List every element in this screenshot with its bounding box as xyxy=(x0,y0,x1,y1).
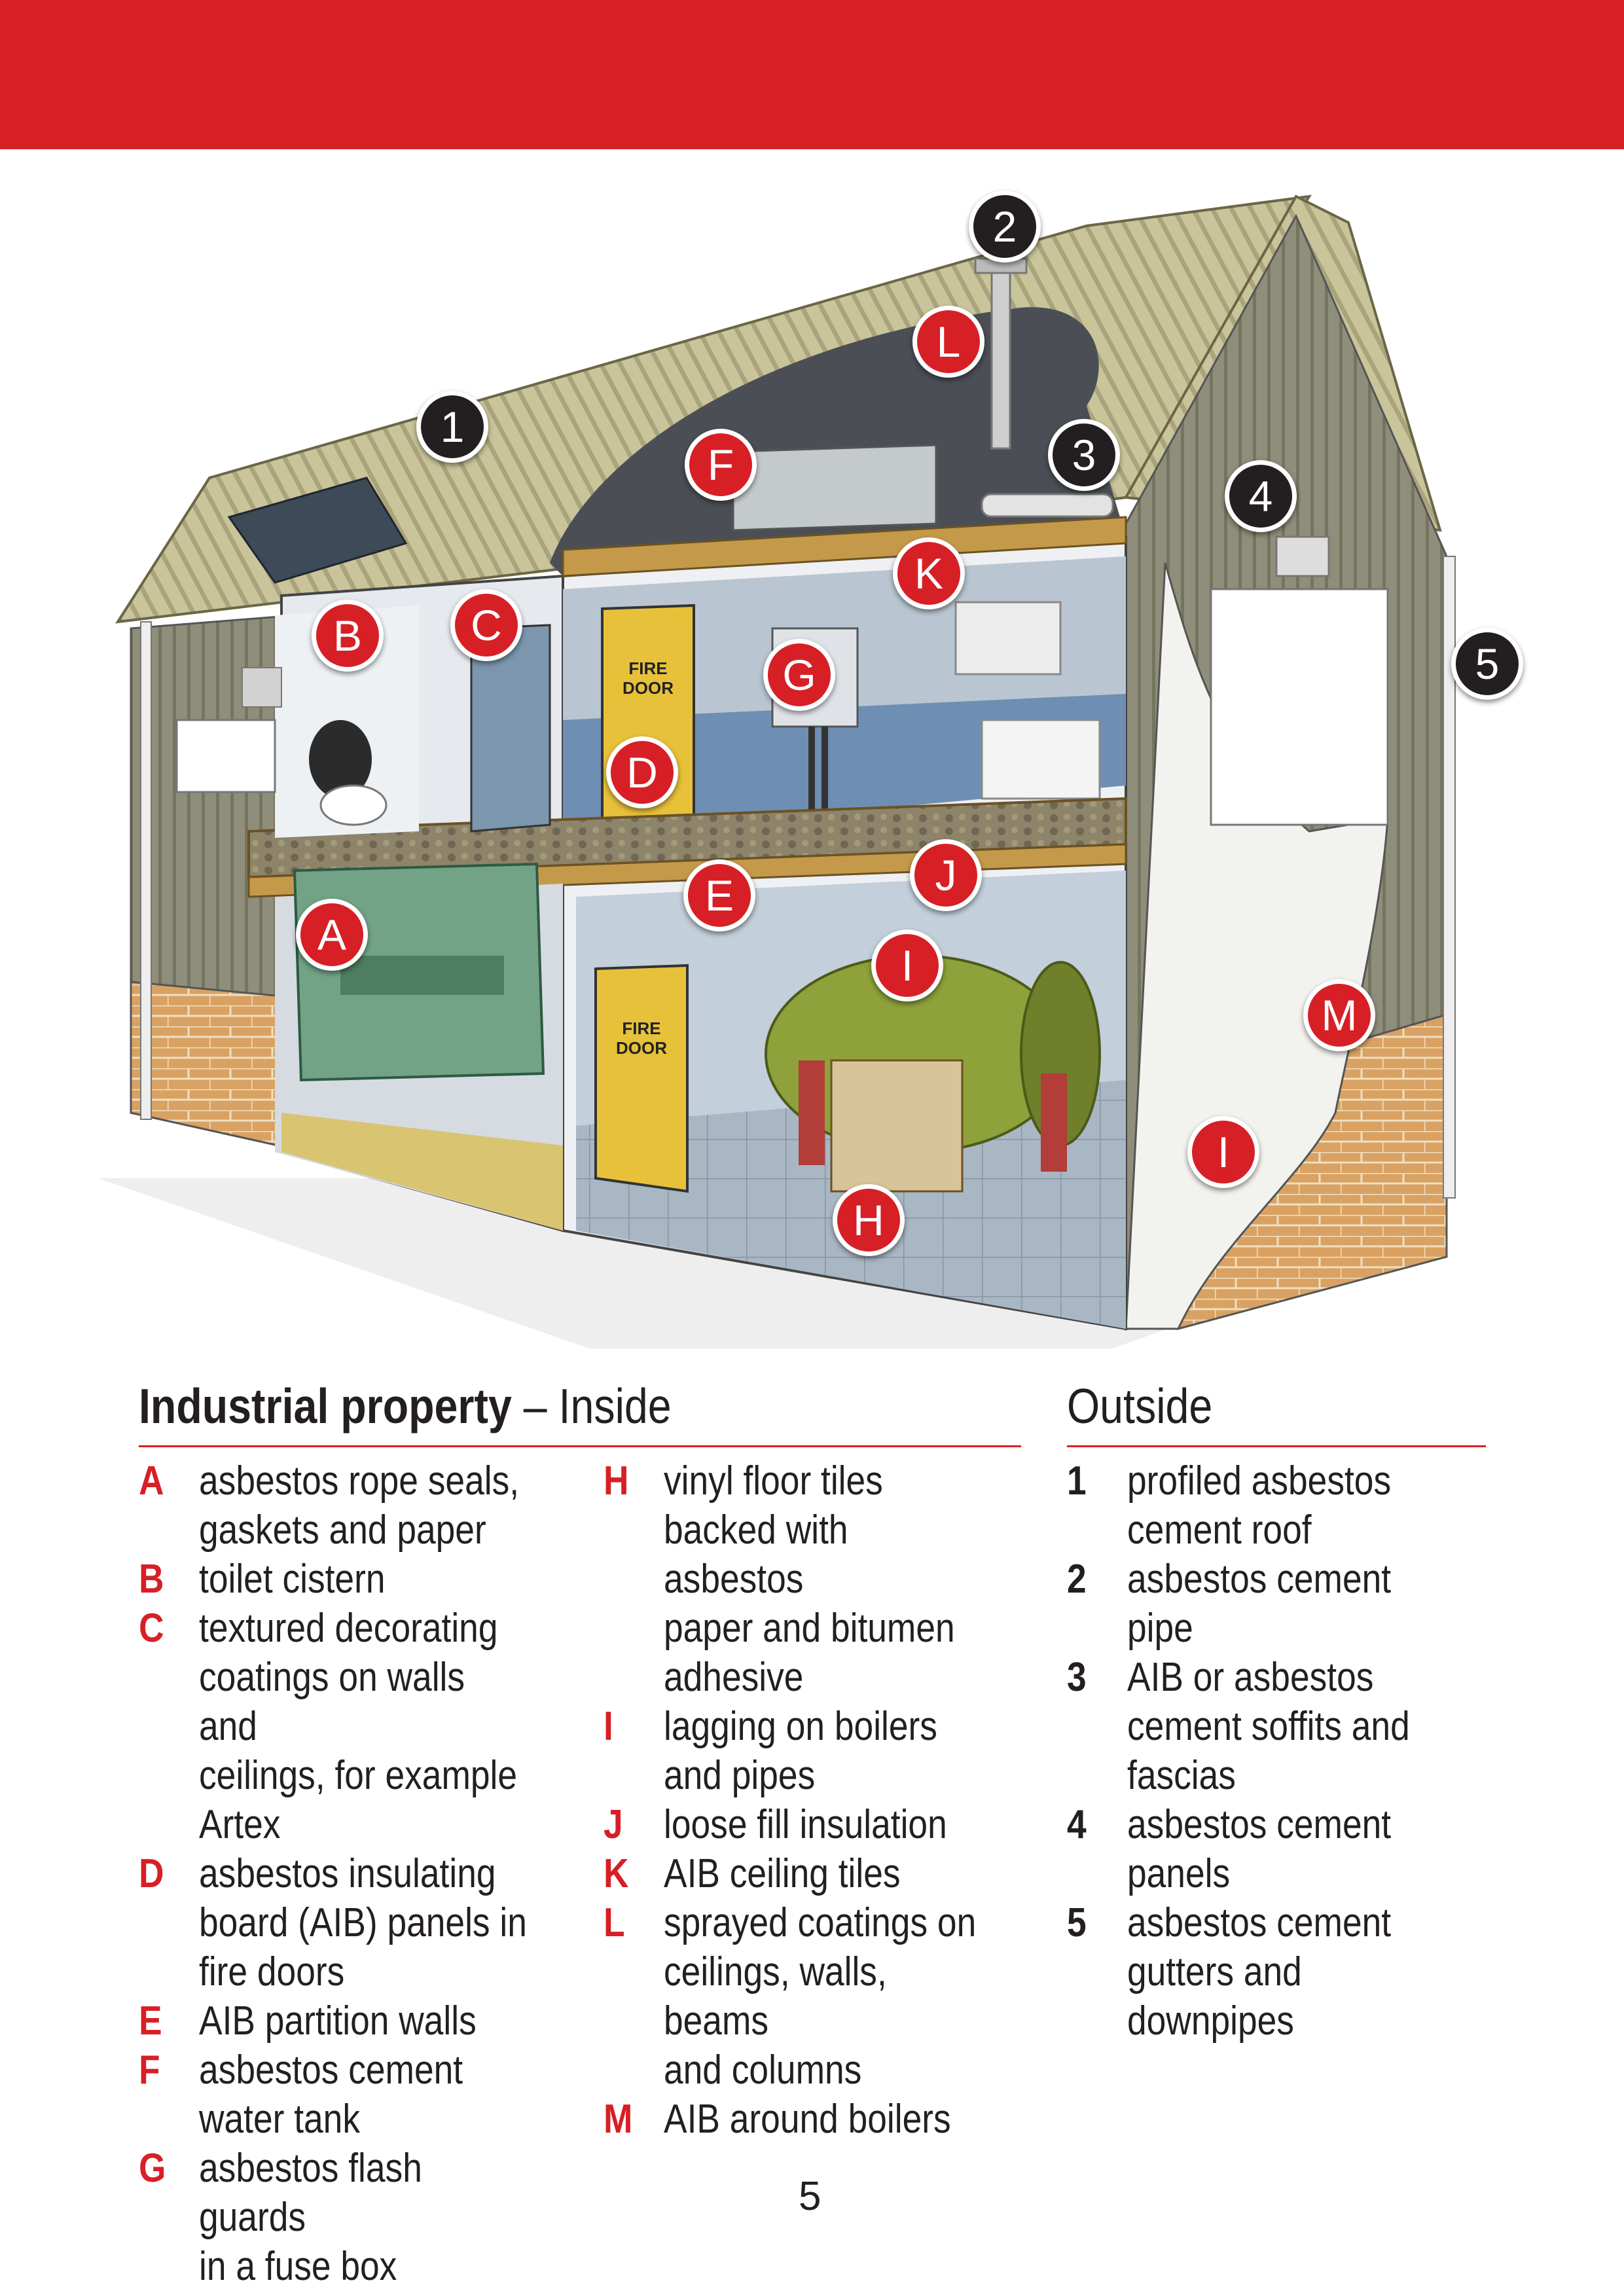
legend-key: D xyxy=(139,1851,164,1896)
outside-heading-rule xyxy=(1067,1445,1486,1447)
legend-text: lagging on boilers and pipes xyxy=(664,1704,937,1798)
legend-key: J xyxy=(604,1802,623,1847)
legend-key: K xyxy=(604,1851,629,1896)
legend-key: F xyxy=(139,2047,160,2093)
legend-key: G xyxy=(139,2146,166,2191)
legend-item-4: 4 asbestos cement panels xyxy=(1067,1800,1499,1898)
fire-door-upper xyxy=(601,604,695,846)
legend-text: asbestos cement gutters and downpipes xyxy=(1127,1900,1392,2044)
marker-d: D xyxy=(606,736,678,808)
marker-a: A xyxy=(296,899,368,971)
inside-heading-rest: – Inside xyxy=(511,1379,672,1434)
legend-key: I xyxy=(604,1704,613,1749)
legend-text: asbestos cement pipe xyxy=(1127,1557,1392,1651)
outside-legend: 1 profiled asbestos cement roof 2 asbestos… xyxy=(1067,1456,1499,2046)
marker-i-upper: I xyxy=(871,929,943,1001)
legend-key: 2 xyxy=(1067,1557,1087,1602)
marker-g: G xyxy=(763,639,835,711)
inside-heading: Industrial property – Inside xyxy=(139,1378,672,1434)
page-number: 5 xyxy=(799,2174,821,2219)
outside-heading: Outside xyxy=(1067,1379,1213,1434)
marker-b: B xyxy=(312,600,384,672)
legend-key: A xyxy=(139,1458,164,1504)
marker-2: 2 xyxy=(969,190,1041,262)
legend-text: asbestos rope seals, gaskets and paper xyxy=(199,1458,520,1553)
legend-item-m: M AIB around boilers xyxy=(604,2095,1036,2144)
marker-4: 4 xyxy=(1225,460,1297,532)
legend-text: toilet cistern xyxy=(199,1557,386,1602)
marker-h: H xyxy=(833,1184,905,1256)
legend-text: loose fill insulation xyxy=(664,1802,947,1847)
fire-door-lower xyxy=(594,964,689,1193)
legend-key: 1 xyxy=(1067,1458,1087,1504)
marker-i-lower: I xyxy=(1187,1116,1259,1188)
legend-text: AIB or asbestos cement soffits and fasci… xyxy=(1127,1655,1410,1798)
inside-heading-rule xyxy=(139,1445,1021,1447)
legend-key: 5 xyxy=(1067,1900,1087,1945)
legend-item-5: 5 asbestos cement gutters and downpipes xyxy=(1067,1898,1499,2046)
legend-item-3: 3 AIB or asbestos cement soffits and fasc… xyxy=(1067,1653,1499,1800)
marker-e: E xyxy=(683,859,755,931)
legend-key: H xyxy=(604,1458,629,1504)
marker-j: J xyxy=(910,839,982,911)
legend-text: AIB partition walls xyxy=(199,1998,477,2044)
marker-m: M xyxy=(1303,979,1375,1051)
marker-f: F xyxy=(685,429,757,501)
legend-text: profiled asbestos cement roof xyxy=(1127,1458,1392,1553)
legend-key: 3 xyxy=(1067,1655,1087,1700)
legend-key: B xyxy=(139,1557,164,1602)
marker-c: C xyxy=(450,589,522,661)
legend-key: M xyxy=(604,2097,633,2142)
legend-text: asbestos cement panels xyxy=(1127,1802,1392,1896)
legend-text: AIB ceiling tiles xyxy=(664,1851,901,1896)
marker-l: L xyxy=(912,306,984,378)
legend-item-k: K AIB ceiling tiles xyxy=(604,1849,1036,1898)
marker-5: 5 xyxy=(1451,628,1523,700)
legend-key: L xyxy=(604,1900,625,1945)
legend-text: sprayed coatings on ceilings, walls, bea… xyxy=(664,1900,977,2093)
legend-key: E xyxy=(139,1998,162,2044)
legend-item-2: 2 asbestos cement pipe xyxy=(1067,1555,1499,1653)
inside-heading-bold: Industrial property xyxy=(139,1379,512,1434)
marker-k: K xyxy=(893,537,965,609)
legend-text: AIB around boilers xyxy=(664,2097,951,2142)
legend-text: textured decorating coatings on walls an… xyxy=(199,1606,518,1847)
legend-text: asbestos cement water tank xyxy=(199,2047,463,2142)
legend-item-e: E AIB partition walls xyxy=(139,1996,584,2046)
legend-item-1: 1 profiled asbestos cement roof xyxy=(1067,1456,1499,1555)
marker-3: 3 xyxy=(1048,419,1120,491)
marker-1: 1 xyxy=(416,391,488,463)
legend-text: asbestos flash guards in a fuse box xyxy=(199,2146,422,2289)
legend-text: asbestos insulating board (AIB) panels i… xyxy=(199,1851,527,1994)
legend-key: C xyxy=(139,1606,164,1651)
legend-key: 4 xyxy=(1067,1802,1087,1847)
header-band xyxy=(0,0,1624,149)
legend-text: vinyl floor tiles backed with asbestos p… xyxy=(664,1458,955,1700)
